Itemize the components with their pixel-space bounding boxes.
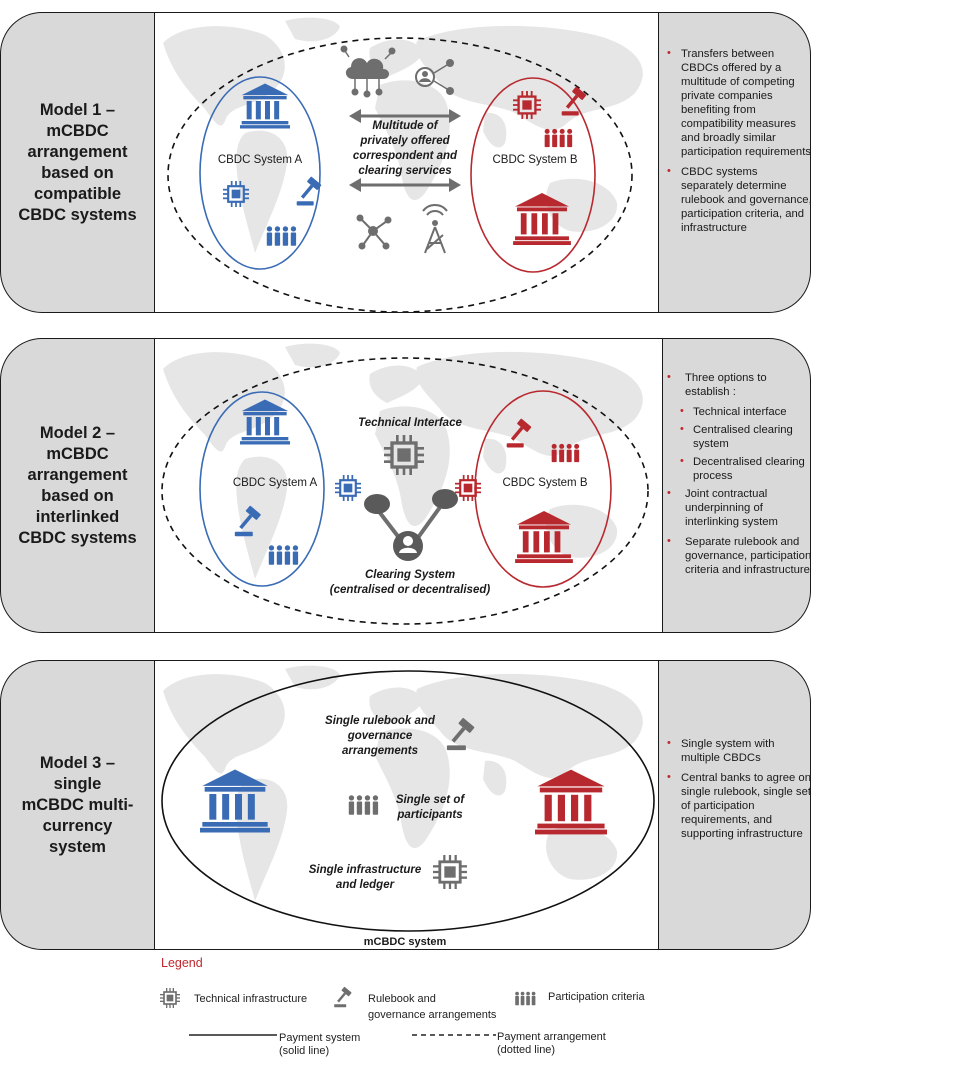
hub-network-icon [356, 214, 392, 250]
bullet-item: Centralised clearing system [663, 422, 810, 451]
clearing-user-icon [393, 531, 423, 561]
model2-title: Model 2 – mCBDC arrangement based on int… [18, 423, 137, 547]
model1-panel: Model 1 – mCBDC arrangement based on com… [0, 12, 811, 313]
double-arrow-top-icon [349, 109, 461, 123]
legend-participation-label: Participation criteria [548, 991, 645, 1003]
system-b-label: CBDC System B [492, 154, 578, 166]
model1-bullets: Transfers between CBDCs offered by a mul… [663, 46, 810, 241]
legend-rulebook-label: Rulebook and governance arrangements [368, 993, 497, 1021]
user-network-icon [415, 59, 454, 95]
system-b-label: CBDC System B [502, 477, 588, 489]
model2-diagram: CBDC System A CBDC System B Technical In… [154, 339, 663, 632]
legend-payment-system-label: Payment system (solid line) [279, 1032, 361, 1057]
model3-diagram: Single rulebook and governance arrangeme… [154, 661, 659, 949]
infrastructure-label: Single infrastructure and ledger [308, 864, 422, 891]
cbdc-system-b-outline [470, 77, 596, 273]
bullet-item: Joint contractual underpinning of interl… [663, 486, 810, 529]
double-arrow-bottom-icon [349, 178, 461, 192]
mcbdc-system-label: mCBDC system [363, 936, 447, 948]
model3-bullets: Single system with multiple CBDCs Centra… [663, 736, 810, 847]
bullet-item: Single system with multiple CBDCs [663, 736, 810, 765]
clearing-network-icon [364, 489, 458, 541]
cloud-network-icon [340, 45, 396, 98]
model3-svg [161, 665, 655, 932]
system-a-label: CBDC System A [217, 154, 303, 166]
participation-a-icon [266, 226, 297, 246]
legend-solid-line [189, 1034, 277, 1036]
bullet-item: Three options to establish : [663, 370, 810, 399]
participation-icon [348, 795, 379, 815]
bullet-item: Separate rulebook and governance, partic… [663, 534, 810, 577]
model1-svg [163, 17, 643, 312]
legend-title: Legend [161, 956, 203, 970]
technical-interface-label: Technical Interface [358, 417, 462, 429]
legend-payment-arrangement-label: Payment arrangement (dotted line) [497, 1031, 606, 1056]
participants-label: Single set of participants [395, 794, 465, 821]
model1-title: Model 1 – mCBDC arrangement based on com… [18, 100, 137, 224]
participation-a-icon [268, 545, 299, 565]
bullet-item: Decentralised clearing process [663, 454, 810, 483]
cbdc-system-a-outline [199, 391, 325, 587]
payment-arrangement-outline [161, 357, 649, 625]
legend-rulebook-icon [334, 986, 352, 1008]
bullet-item: Central banks to agree on single ruleboo… [663, 770, 810, 841]
services-label: Multitude of privately offered correspon… [352, 120, 458, 177]
model2-svg [161, 343, 649, 625]
model2-bullets: Three options to establish : Technical i… [663, 370, 810, 583]
payment-system-outline [161, 670, 655, 932]
participation-b-icon [544, 128, 573, 148]
payment-arrangement-outline [167, 37, 633, 312]
cbdc-system-a-outline [199, 76, 321, 270]
bullet-item: CBDC systems separately determine rulebo… [663, 164, 810, 235]
system-a-label: CBDC System A [232, 477, 318, 489]
legend-tech-label: Technical infrastructure [194, 993, 308, 1005]
model1-diagram: CBDC System A CBDC System B Multitude of… [154, 13, 659, 312]
rulebook-label: Single rulebook and governance arrangeme… [325, 715, 435, 757]
legend-tech-icon [160, 988, 180, 1008]
model3-title: Model 3 – single mCBDC multi- currency s… [21, 753, 134, 856]
model3-panel: Model 3 – single mCBDC multi- currency s… [0, 660, 811, 950]
bullet-item: Technical interface [663, 404, 810, 419]
model2-panel: Model 2 – mCBDC arrangement based on int… [0, 338, 811, 633]
clearing-system-label: Clearing System (centralised or decentra… [329, 569, 491, 596]
legend-participation-icon [515, 991, 536, 1006]
tech-infra-a-icon [335, 475, 361, 501]
bullet-item: Transfers between CBDCs offered by a mul… [663, 46, 810, 159]
legend-dashed-line [412, 1034, 496, 1036]
radio-tower-icon [422, 204, 448, 254]
central-bank-b-icon [535, 769, 607, 835]
tech-infra-b-icon [455, 475, 481, 501]
